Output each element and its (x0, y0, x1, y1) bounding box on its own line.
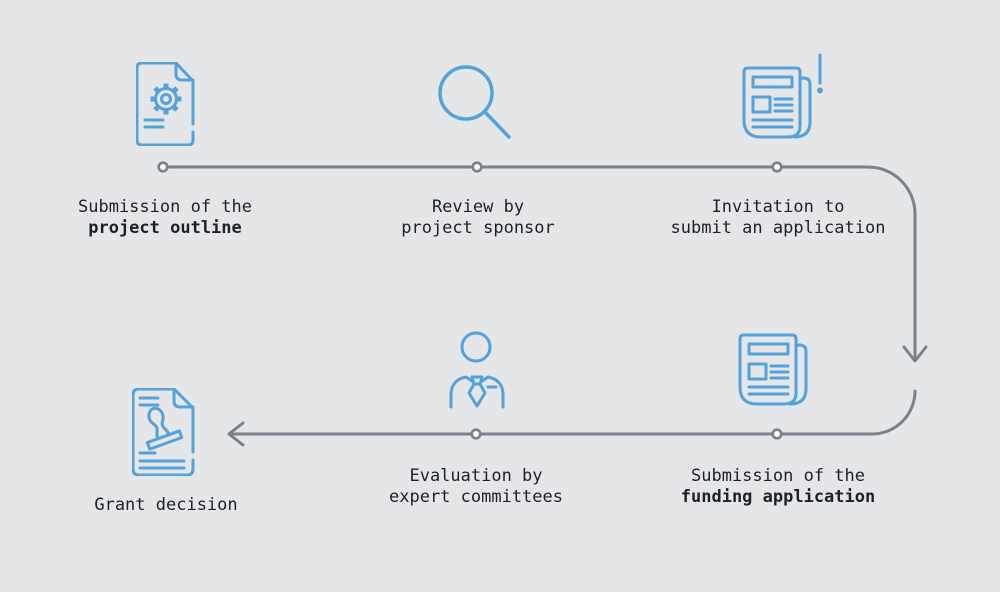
step-label-line: funding application (680, 487, 876, 507)
step-label-line: Review by (431, 197, 525, 217)
timeline-node (470, 428, 482, 440)
step-label-line: project sponsor (401, 218, 555, 238)
step-label-project-outline: Submission of the project outline (0, 197, 335, 239)
step-label-line: Invitation to (711, 197, 845, 217)
arrow-down-icon (902, 345, 928, 363)
person-icon (449, 331, 505, 409)
newspaper-icon (738, 333, 808, 406)
step-label-review: Review by project sponsor (308, 197, 648, 239)
step-label-grant-decision: Grant decision (0, 495, 336, 516)
step-label-invitation: Invitation to submit an application (608, 197, 948, 239)
step-label-line: Grant decision (94, 495, 238, 515)
newspaper-alert-icon (742, 53, 823, 139)
step-label-line: expert committees (389, 487, 563, 507)
arrow-left-icon (227, 421, 245, 447)
timeline-node (471, 161, 483, 173)
step-label-line: submit an application (670, 218, 886, 238)
step-label-funding-application: Submission of the funding application (608, 466, 948, 508)
step-label-evaluation: Evaluation by expert committees (306, 466, 646, 508)
flow-line-bottom (230, 389, 917, 436)
step-label-line: project outline (88, 218, 242, 238)
document-gear-icon (136, 62, 195, 146)
magnifier-icon (438, 65, 511, 139)
timeline-node (157, 161, 169, 173)
flow-line-top (161, 165, 917, 361)
step-label-line: Submission of the (78, 197, 252, 217)
timeline-node (771, 161, 783, 173)
timeline-node (771, 428, 783, 440)
step-label-line: Submission of the (691, 466, 865, 486)
document-stamp-icon (132, 388, 195, 476)
step-label-line: Evaluation by (409, 466, 543, 486)
